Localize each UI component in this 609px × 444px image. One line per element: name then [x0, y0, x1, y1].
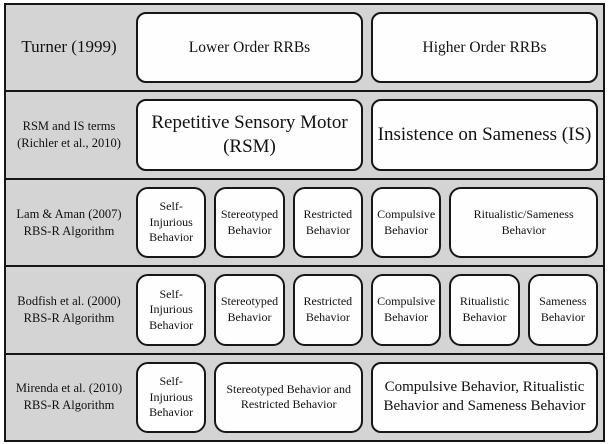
- row-label-line: Turner (1999): [21, 37, 117, 57]
- row-label-line: RBS-R Algorithm: [23, 310, 115, 325]
- table-row-rsm-is-terms: RSM and IS terms (Richler et al., 2010) …: [6, 90, 603, 177]
- row-label-lam-aman: Lam & Aman (2007) RBS-R Algorithm: [6, 180, 132, 265]
- row-label-turner: Turner (1999): [6, 5, 132, 90]
- box-self-injurious-behavior: Self-Injurious Behavior: [136, 186, 207, 259]
- table-row-bodfish: Bodfish et al. (2000) RBS-R Algorithm Se…: [6, 265, 603, 352]
- box-stereotyped-behavior: Stereotyped Behavior: [214, 274, 285, 346]
- row-boxes-rsm-is: Repetitive Sensory Motor (RSM) Insistenc…: [132, 92, 603, 177]
- box-lower-order-rrbs: Lower Order RRBs: [136, 12, 363, 84]
- box-compulsive-ritualistic-sameness-behavior: Compulsive Behavior, Ritualistic Behavio…: [371, 361, 598, 434]
- row-label-line: RSM and IS terms: [22, 119, 116, 134]
- table-row-lam-aman: Lam & Aman (2007) RBS-R Algorithm Self-I…: [6, 177, 603, 265]
- table-row-turner: Turner (1999) Lower Order RRBs Higher Or…: [6, 5, 603, 90]
- row-label-bodfish: Bodfish et al. (2000) RBS-R Algorithm: [6, 267, 132, 352]
- rrb-classification-table: Turner (1999) Lower Order RRBs Higher Or…: [4, 3, 605, 442]
- box-stereotyped-behavior: Stereotyped Behavior: [214, 186, 285, 259]
- box-insistence-on-sameness: Insistence on Sameness (IS): [371, 99, 598, 171]
- box-self-injurious-behavior: Self-Injurious Behavior: [136, 361, 207, 434]
- box-restricted-behavior: Restricted Behavior: [292, 274, 363, 346]
- table-row-mirenda: Mirenda et al. (2010) RBS-R Algorithm Se…: [6, 352, 603, 440]
- row-boxes-turner: Lower Order RRBs Higher Order RRBs: [132, 5, 603, 90]
- box-higher-order-rrbs: Higher Order RRBs: [371, 12, 598, 84]
- box-restricted-behavior: Restricted Behavior: [292, 186, 363, 259]
- row-label-line: RBS-R Algorithm: [23, 223, 115, 238]
- row-label-line: Lam & Aman (2007): [16, 206, 122, 221]
- row-label-line: RBS-R Algorithm: [23, 398, 115, 413]
- box-repetitive-sensory-motor: Repetitive Sensory Motor (RSM): [136, 99, 363, 171]
- box-ritualistic-behavior: Ritualistic Behavior: [449, 274, 520, 346]
- row-label-line: (Richler et al., 2010): [17, 136, 121, 151]
- row-label-rsm-is-terms: RSM and IS terms (Richler et al., 2010): [6, 92, 132, 177]
- box-compulsive-behavior: Compulsive Behavior: [371, 274, 442, 346]
- box-stereotyped-and-restricted-behavior: Stereotyped Behavior and Restricted Beha…: [214, 361, 363, 434]
- box-sameness-behavior: Sameness Behavior: [527, 274, 598, 346]
- row-label-line: Mirenda et al. (2010): [15, 381, 123, 396]
- row-boxes-lam-aman: Self-Injurious Behavior Stereotyped Beha…: [132, 180, 603, 265]
- row-boxes-bodfish: Self-Injurious Behavior Stereotyped Beha…: [132, 267, 603, 352]
- box-self-injurious-behavior: Self-Injurious Behavior: [136, 274, 207, 346]
- row-boxes-mirenda: Self-Injurious Behavior Stereotyped Beha…: [132, 355, 603, 440]
- row-label-line: Bodfish et al. (2000): [17, 294, 121, 309]
- box-compulsive-behavior: Compulsive Behavior: [371, 186, 442, 259]
- row-label-mirenda: Mirenda et al. (2010) RBS-R Algorithm: [6, 355, 132, 440]
- box-ritualistic-sameness-behavior: Ritualistic/Sameness Behavior: [449, 186, 598, 259]
